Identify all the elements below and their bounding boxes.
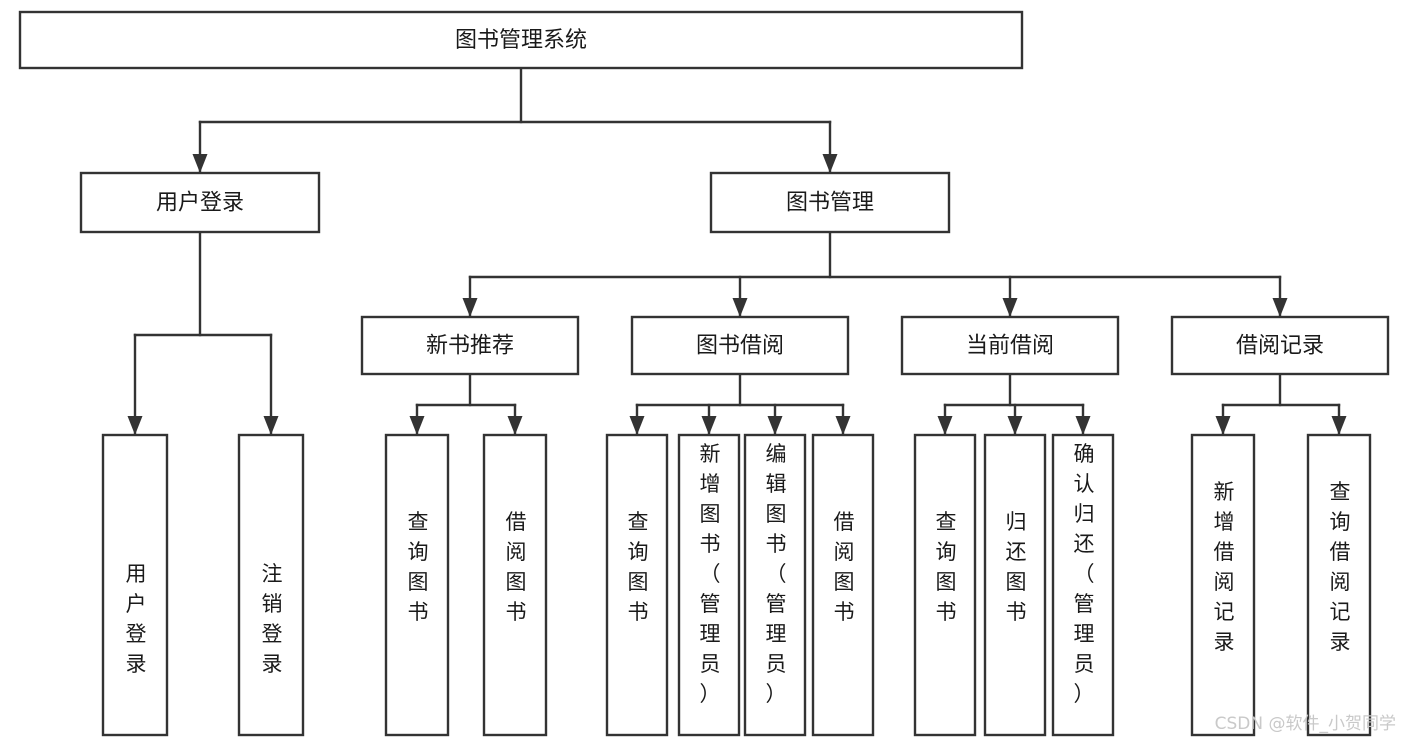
- arrow-head-icon-bookmanage-1: [732, 298, 748, 317]
- nodes-layer: 图书管理系统用户登录图书管理新书推荐图书借阅当前借阅借阅记录用户登录注销登录查询…: [18, 10, 1390, 737]
- node-leaf-borrow-add-book[interactable]: 新增图书（管理员）: [677, 433, 741, 737]
- node-box-leaf-cur-query-book: [913, 433, 977, 737]
- node-label-leaf-rec-query-book: 查询图书: [408, 510, 429, 624]
- node-label-new-book-rec: 新书推荐: [426, 334, 514, 359]
- node-leaf-rec-query-book[interactable]: 查询图书: [384, 433, 450, 737]
- node-box-leaf-borrow-query-book: [605, 433, 669, 737]
- node-leaf-rec-add-record[interactable]: 新增借阅记录: [1190, 433, 1256, 737]
- node-box-user-login: [79, 171, 321, 234]
- arrow-head-icon-root-1: [822, 154, 838, 173]
- node-leaf-rec-query-record[interactable]: 查询借阅记录: [1306, 433, 1372, 737]
- node-box-leaf-logout: [237, 433, 305, 737]
- node-label-root: 图书管理系统: [455, 28, 587, 53]
- arrow-head-icon-bookmanage-2: [1002, 298, 1018, 317]
- node-box-current-borrow: [900, 315, 1120, 376]
- node-box-book-borrow: [630, 315, 850, 376]
- node-label-leaf-cur-query-book: 查询图书: [936, 510, 957, 624]
- node-label-leaf-rec-add-record: 新增借阅记录: [1214, 480, 1235, 654]
- node-leaf-rec-borrow-book[interactable]: 借阅图书: [482, 433, 548, 737]
- arrow-head-icon-new-book-rec-0: [409, 416, 425, 435]
- node-label-leaf-cur-confirm-return: 确认归还（管理员）: [1074, 442, 1095, 706]
- node-box-leaf-rec-query-book: [384, 433, 450, 737]
- node-label-leaf-user-login: 用户登录: [126, 562, 147, 676]
- arrow-head-icon-userlogin-0: [127, 416, 143, 435]
- arrow-head-icon-root-0: [192, 154, 208, 173]
- arrow-head-icon-book-borrow-3: [835, 416, 851, 435]
- node-box-leaf-rec-query-record: [1306, 433, 1372, 737]
- arrow-head-icon-book-borrow-2: [767, 416, 783, 435]
- node-leaf-borrow-query-book[interactable]: 查询图书: [605, 433, 669, 737]
- node-leaf-cur-query-book[interactable]: 查询图书: [913, 433, 977, 737]
- node-label-current-borrow: 当前借阅: [966, 334, 1054, 359]
- node-label-leaf-borrow-edit-book: 编辑图书（管理员）: [766, 442, 787, 706]
- arrow-head-icon-bookmanage-3: [1272, 298, 1288, 317]
- node-label-book-borrow: 图书借阅: [696, 334, 784, 359]
- node-leaf-logout[interactable]: 注销登录: [237, 433, 305, 737]
- node-label-user-login: 用户登录: [156, 191, 244, 216]
- node-box-borrow-record: [1170, 315, 1390, 376]
- arrow-head-icon-book-borrow-1: [701, 416, 717, 435]
- node-box-leaf-rec-add-record: [1190, 433, 1256, 737]
- node-user-login[interactable]: 用户登录: [79, 171, 321, 234]
- arrow-head-icon-borrow-record-0: [1215, 416, 1231, 435]
- node-book-borrow[interactable]: 图书借阅: [630, 315, 850, 376]
- node-box-leaf-borrow-add-book: [677, 433, 741, 737]
- arrow-head-icon-borrow-record-1: [1331, 416, 1347, 435]
- node-leaf-cur-confirm-return[interactable]: 确认归还（管理员）: [1051, 433, 1115, 737]
- node-box-leaf-borrow-borrow-book: [811, 433, 875, 737]
- node-box-leaf-user-login: [101, 433, 169, 737]
- node-label-leaf-rec-query-record: 查询借阅记录: [1330, 480, 1351, 654]
- arrow-head-icon-current-borrow-1: [1007, 416, 1023, 435]
- arrow-head-icon-current-borrow-0: [937, 416, 953, 435]
- node-box-leaf-cur-confirm-return: [1051, 433, 1115, 737]
- node-leaf-user-login[interactable]: 用户登录: [101, 433, 169, 737]
- node-box-leaf-borrow-edit-book: [743, 433, 807, 737]
- node-label-leaf-borrow-borrow-book: 借阅图书: [834, 510, 855, 624]
- node-box-leaf-rec-borrow-book: [482, 433, 548, 737]
- node-box-book-manage: [709, 171, 951, 234]
- node-box-root: [18, 10, 1024, 70]
- node-book-manage[interactable]: 图书管理: [709, 171, 951, 234]
- node-leaf-cur-return-book[interactable]: 归还图书: [983, 433, 1047, 737]
- node-label-leaf-borrow-query-book: 查询图书: [628, 510, 649, 624]
- arrow-head-icon-new-book-rec-1: [507, 416, 523, 435]
- node-label-leaf-borrow-add-book: 新增图书（管理员）: [700, 442, 721, 706]
- node-new-book-rec[interactable]: 新书推荐: [360, 315, 580, 376]
- node-box-new-book-rec: [360, 315, 580, 376]
- arrow-head-icon-bookmanage-0: [462, 298, 478, 317]
- node-label-borrow-record: 借阅记录: [1236, 334, 1324, 359]
- node-label-book-manage: 图书管理: [786, 191, 874, 216]
- node-box-leaf-cur-return-book: [983, 433, 1047, 737]
- node-label-leaf-rec-borrow-book: 借阅图书: [506, 510, 527, 624]
- node-leaf-borrow-borrow-book[interactable]: 借阅图书: [811, 433, 875, 737]
- arrow-head-icon-book-borrow-0: [629, 416, 645, 435]
- arrow-head-icon-userlogin-1: [263, 416, 279, 435]
- node-label-leaf-cur-return-book: 归还图书: [1006, 510, 1027, 624]
- node-current-borrow[interactable]: 当前借阅: [900, 315, 1120, 376]
- node-root[interactable]: 图书管理系统: [18, 10, 1024, 70]
- node-borrow-record[interactable]: 借阅记录: [1170, 315, 1390, 376]
- node-label-leaf-logout: 注销登录: [262, 562, 283, 676]
- csdn-watermark: CSDN @软件_小贺同学: [1215, 714, 1396, 734]
- arrow-head-icon-current-borrow-2: [1075, 416, 1091, 435]
- connectors-layer: [127, 66, 1347, 437]
- node-leaf-borrow-edit-book[interactable]: 编辑图书（管理员）: [743, 433, 807, 737]
